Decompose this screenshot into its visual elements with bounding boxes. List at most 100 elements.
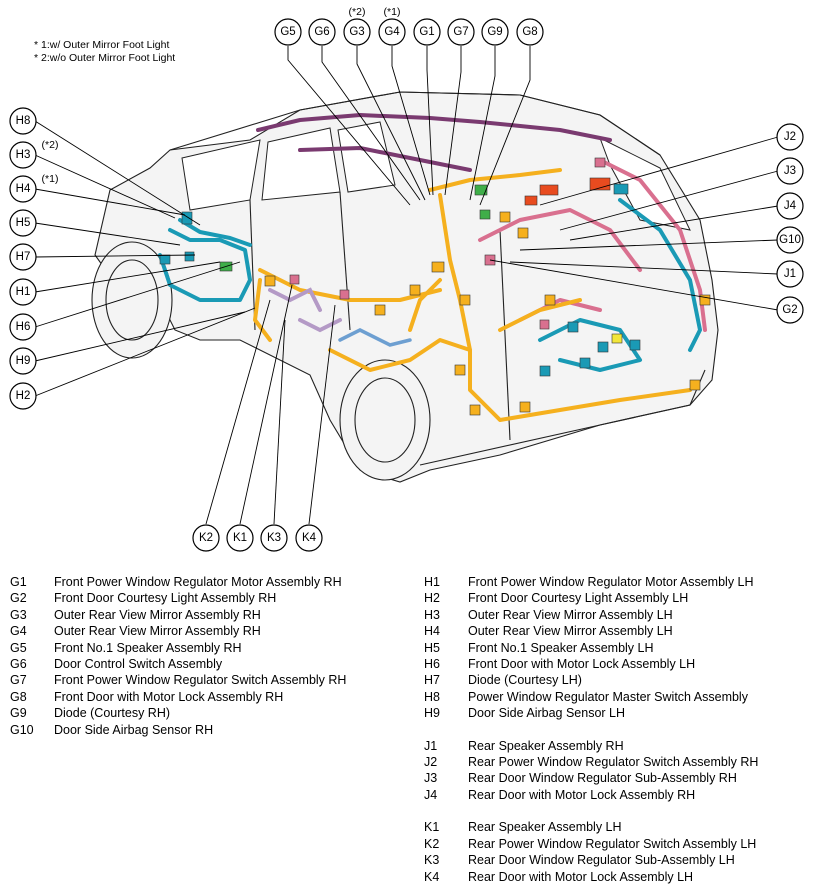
- callout-left-h1: H1: [9, 278, 37, 306]
- svg-text:H7: H7: [16, 251, 31, 263]
- legend-desc: Door Side Airbag Sensor RH: [54, 722, 214, 737]
- legend-desc: Front Power Window Regulator Switch Asse…: [54, 673, 347, 688]
- svg-text:H5: H5: [16, 217, 31, 229]
- callout-top-g8: G8: [516, 18, 544, 46]
- callout-top-g5: G5: [274, 18, 302, 46]
- legend-row-j3: J3 Rear Door Window Regulator Sub-Assembl…: [424, 770, 758, 786]
- legend-desc: Front No.1 Speaker Assembly RH: [54, 640, 242, 655]
- callout-right-j3: J3: [776, 157, 804, 185]
- callout-left-h9: H9: [9, 347, 37, 375]
- callout-right-g2: G2: [776, 296, 804, 324]
- vehicle-outline: [91, 91, 719, 483]
- legend-desc: Front Door with Motor Lock Assembly LH: [468, 657, 696, 672]
- callout-left-h7: H7: [9, 243, 37, 271]
- legend-desc: Front Power Window Regulator Motor Assem…: [54, 575, 342, 589]
- legend-row-g7: G7 Front Power Window Regulator Switch As…: [10, 672, 346, 688]
- leader-lines: [34, 46, 779, 525]
- legend-code: G6: [10, 657, 27, 672]
- legend-desc: Outer Rear View Mirror Assembly RH: [54, 624, 261, 639]
- legend-desc: Door Control Switch Assembly: [54, 657, 223, 672]
- note-1: * 1:w/ Outer Mirror Foot Light: [34, 39, 169, 51]
- legend-row-k4: K4 Rear Door with Motor Lock Assembly LH: [424, 869, 758, 885]
- svg-text:G10: G10: [779, 234, 801, 246]
- legend-desc: Rear Door Window Regulator Sub-Assembly …: [468, 771, 737, 786]
- callout-top-g1: G1: [413, 18, 441, 46]
- legend-code: G1: [10, 575, 27, 589]
- legend-code: G4: [10, 624, 27, 639]
- variant-g4: (*1): [384, 6, 401, 18]
- legend-code: K4: [424, 869, 440, 884]
- wiring-harness-diagram: * 1:w/ Outer Mirror Foot Light * 2:w/o O…: [9, 6, 804, 552]
- legend-code: H6: [424, 657, 440, 672]
- legend-code: G3: [10, 607, 27, 622]
- legend-code: G7: [10, 673, 27, 688]
- legend-code: K2: [424, 836, 440, 851]
- legend-row-g1: G1 Front Power Window Regulator Motor Ass…: [10, 574, 346, 590]
- legend-row-k2: K2 Rear Power Window Regulator Switch Ass…: [424, 836, 758, 852]
- svg-text:H9: H9: [16, 355, 31, 367]
- svg-text:G2: G2: [782, 304, 797, 316]
- legend-desc: Door Side Airbag Sensor LH: [468, 706, 626, 721]
- svg-text:J3: J3: [784, 165, 796, 177]
- legend-code: H5: [424, 640, 440, 655]
- variant-h3: (*2): [42, 139, 59, 151]
- svg-text:H6: H6: [16, 321, 31, 333]
- svg-text:J2: J2: [784, 131, 796, 143]
- callout-right-g10: G10: [776, 226, 804, 254]
- svg-text:G4: G4: [384, 26, 400, 38]
- legend-desc: Diode (Courtesy LH): [468, 673, 582, 688]
- svg-text:J1: J1: [784, 268, 796, 280]
- callout-right-j1: J1: [776, 260, 804, 288]
- legend-desc: Rear Power Window Regulator Switch Assem…: [468, 755, 759, 770]
- svg-text:H4: H4: [16, 183, 31, 195]
- legend-code: H1: [424, 575, 440, 589]
- legend-desc: Power Window Regulator Master Switch Ass…: [468, 689, 748, 704]
- callout-left-h3: H3: [9, 141, 37, 169]
- legend-desc: Outer Rear View Mirror Assembly LH: [468, 624, 673, 639]
- callout-right-j2: J2: [776, 123, 804, 151]
- variant-h4: (*1): [42, 173, 59, 185]
- legend-code: H2: [424, 591, 440, 606]
- legend-row-g4: G4 Outer Rear View Mirror Assembly RH: [10, 623, 346, 639]
- legend-code: H4: [424, 624, 440, 639]
- svg-text:G3: G3: [349, 26, 364, 38]
- note-2: * 2:w/o Outer Mirror Foot Light: [34, 52, 175, 64]
- svg-text:K1: K1: [233, 532, 247, 544]
- svg-text:G9: G9: [487, 26, 502, 38]
- legend-desc: Rear Power Window Regulator Switch Assem…: [468, 836, 757, 851]
- legend-row-g6: G6 Door Control Switch Assembly: [10, 656, 346, 672]
- legend-desc: Rear Door with Motor Lock Assembly LH: [468, 869, 694, 884]
- legend-g-group: G1 Front Power Window Regulator Motor Ass…: [10, 574, 346, 738]
- legend-row-h4: H4 Outer Rear View Mirror Assembly LH: [424, 623, 758, 639]
- callout-left-h8: H8: [9, 107, 37, 135]
- legend-desc: Diode (Courtesy RH): [54, 706, 171, 721]
- callout-left-h5: H5: [9, 209, 37, 237]
- legend-desc: Outer Rear View Mirror Assembly RH: [54, 607, 261, 622]
- callout-bottom-k3: K3: [260, 524, 288, 552]
- callout-bottom-k4: K4: [295, 524, 323, 552]
- legend-row-g10: G10 Door Side Airbag Sensor RH: [10, 722, 346, 738]
- svg-text:H3: H3: [16, 149, 31, 161]
- legend-code: G10: [10, 722, 34, 737]
- legend-desc: Front Power Window Regulator Motor Assem…: [468, 575, 754, 589]
- svg-text:G7: G7: [453, 26, 468, 38]
- legend-desc: Rear Speaker Assembly RH: [468, 738, 624, 753]
- legend-spacer: [424, 803, 758, 819]
- svg-text:G1: G1: [419, 26, 434, 38]
- svg-text:K2: K2: [199, 532, 213, 544]
- legend-row-h1: H1 Front Power Window Regulator Motor Ass…: [424, 574, 758, 590]
- legend-code: G2: [10, 591, 27, 606]
- callout-left-h4: H4: [9, 175, 37, 203]
- connectors: [159, 157, 711, 416]
- svg-text:G8: G8: [522, 26, 537, 38]
- legend-code: H7: [424, 673, 440, 688]
- legend-code: J3: [424, 771, 438, 786]
- callout-top-g9: G9: [481, 18, 509, 46]
